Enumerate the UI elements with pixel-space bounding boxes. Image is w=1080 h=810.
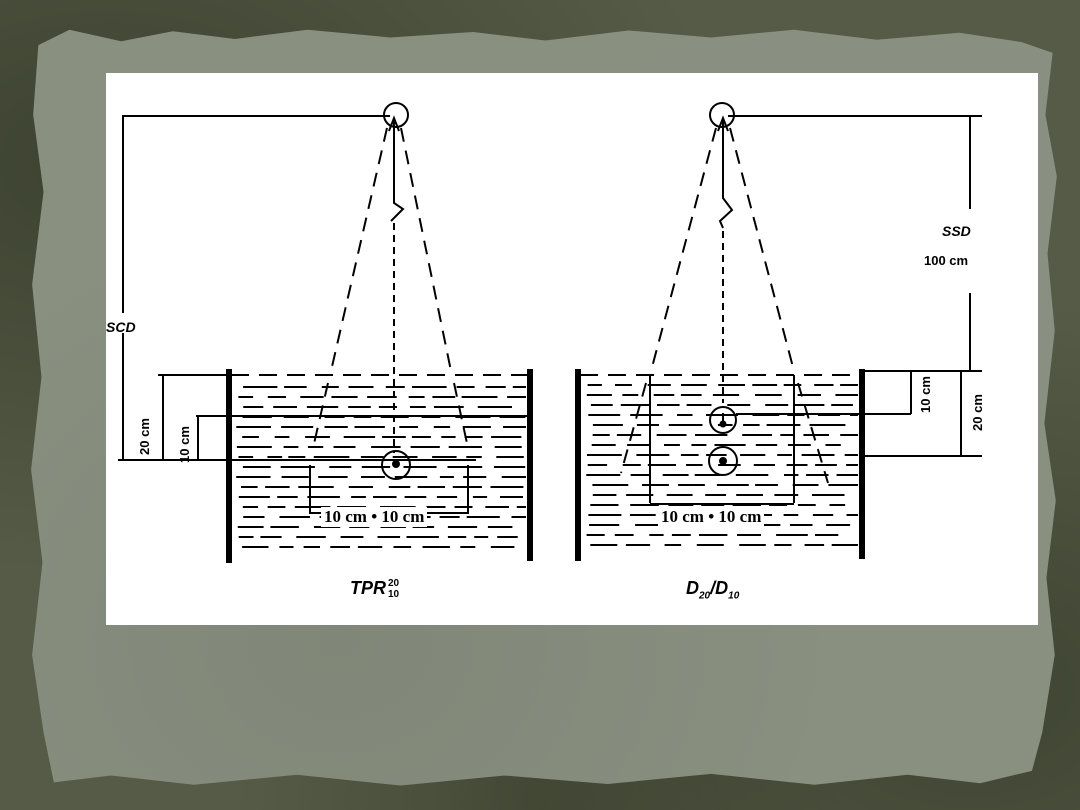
right-ssd-value: 100 cm bbox=[924, 253, 969, 268]
left-caption-main: TPR bbox=[350, 578, 386, 598]
left-tank-wall-right bbox=[527, 369, 533, 561]
right-beam-edge-left bbox=[650, 127, 717, 372]
right-caption: D20/D10 bbox=[686, 578, 739, 602]
left-tank-wall-left bbox=[226, 369, 232, 563]
left-detector-icon bbox=[381, 450, 411, 480]
right-tank-wall-left bbox=[575, 369, 581, 561]
left-scd-label: SCD bbox=[106, 319, 136, 335]
right-ssd-label: SSD bbox=[942, 223, 971, 239]
left-setup bbox=[118, 102, 533, 563]
right-detector-20-icon bbox=[708, 446, 738, 476]
left-field-size-label: 10 cm • 10 cm bbox=[321, 507, 428, 527]
left-central-axis bbox=[390, 121, 405, 222]
left-beam-edge-right bbox=[400, 127, 452, 372]
left-axis-arrow-icon bbox=[388, 115, 400, 132]
right-field-size-label: 10 cm • 10 cm bbox=[658, 507, 765, 527]
diagram-canvas bbox=[118, 102, 982, 563]
right-central-axis bbox=[718, 121, 734, 229]
left-caption-sub: 10 bbox=[388, 589, 400, 601]
left-caption-sup: 20 bbox=[388, 578, 400, 590]
left-caption: TPR 20 10 bbox=[350, 578, 399, 600]
left-beam-edge-left bbox=[330, 127, 388, 372]
right-depth-20-label: 20 cm bbox=[969, 394, 985, 431]
figure-panel: SCD 20 cm 10 cm 10 cm • 10 cm TPR 20 10 … bbox=[106, 73, 1038, 625]
right-depth-10-label: 10 cm bbox=[917, 376, 933, 413]
left-depth-20-label: 20 cm bbox=[136, 418, 152, 455]
right-caption-d2-sub: 10 bbox=[728, 590, 740, 602]
left-depth-10-label: 10 cm bbox=[176, 426, 192, 463]
water-hatching bbox=[236, 384, 858, 548]
left-scd-dimension-line bbox=[122, 115, 390, 313]
right-caption-d2: D bbox=[715, 578, 729, 598]
right-setup bbox=[575, 102, 982, 561]
right-tank-wall-right bbox=[859, 369, 865, 559]
right-caption-sep: / bbox=[710, 578, 716, 598]
right-axis-arrow-icon bbox=[717, 115, 729, 132]
right-detector-10-icon bbox=[709, 406, 737, 434]
right-caption-d1-sub: 20 bbox=[699, 590, 711, 602]
right-beam-edge-right bbox=[729, 127, 795, 372]
right-caption-d1: D bbox=[686, 578, 699, 598]
left-field-size-bracket bbox=[309, 465, 469, 514]
